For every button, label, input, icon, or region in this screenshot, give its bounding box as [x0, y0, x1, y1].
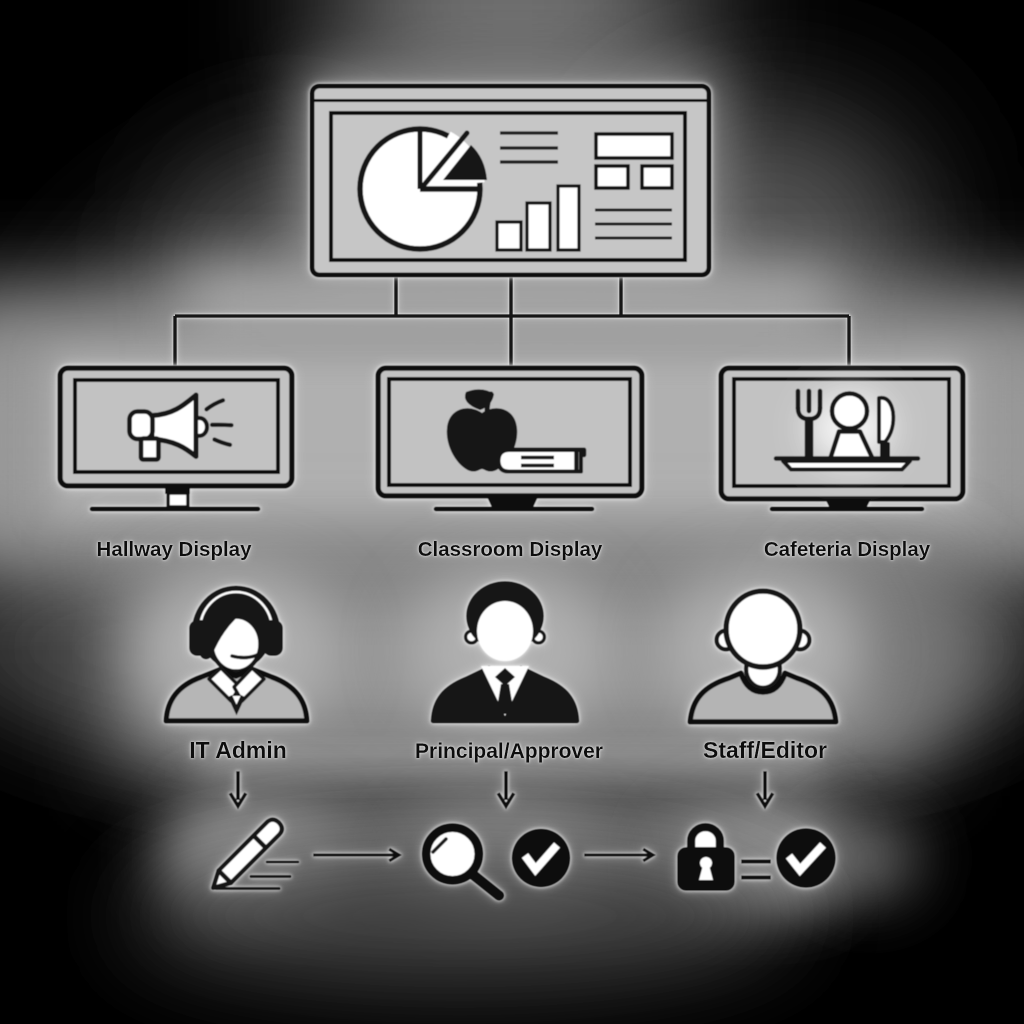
svg-text:Cafeteria Display: Cafeteria Display	[764, 538, 931, 561]
svg-text:IT Admin: IT Admin	[189, 737, 287, 763]
svg-text:Hallway Display: Hallway Display	[97, 538, 253, 561]
svg-text:Staff/Editor: Staff/Editor	[703, 737, 827, 763]
svg-text:Principal/Approver: Principal/Approver	[415, 740, 603, 763]
svg-text:Classroom Display: Classroom Display	[418, 538, 603, 561]
